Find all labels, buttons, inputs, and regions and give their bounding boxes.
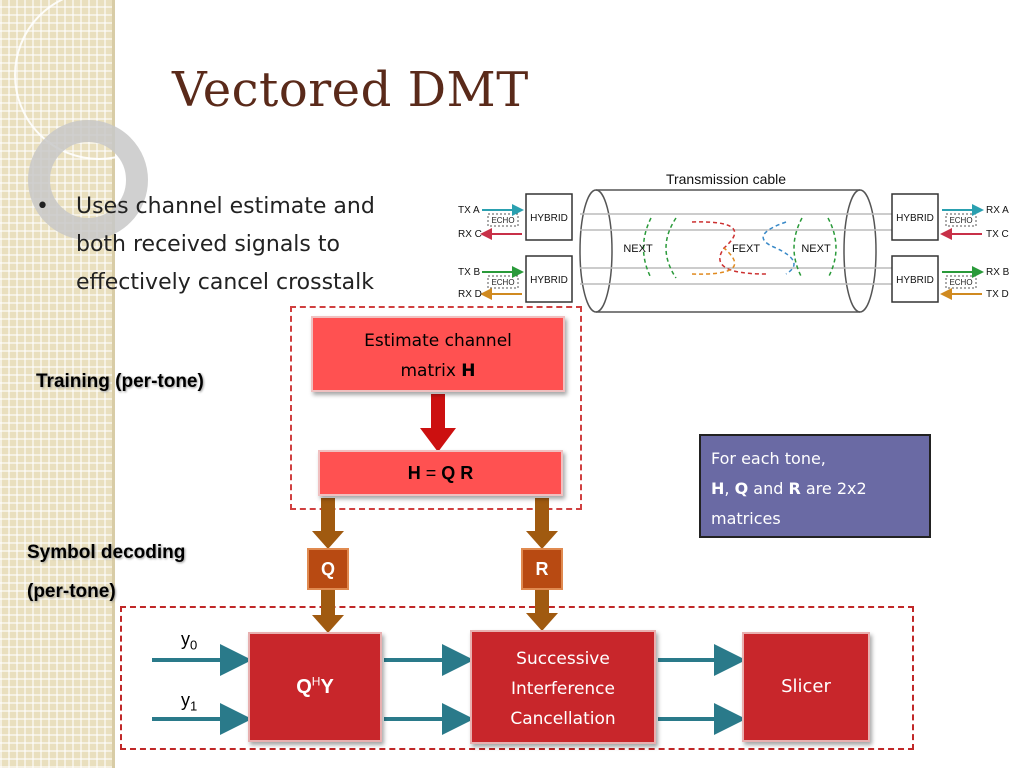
sic-line1: Successive (516, 649, 610, 669)
note-comma: , (724, 479, 735, 498)
y0-base: y (181, 629, 190, 649)
next-label-right: NEXT (801, 243, 831, 255)
port-right-label: TX D (986, 289, 1009, 300)
cable-title: Transmission cable (666, 171, 786, 187)
bullet-text: Uses channel estimate and both received … (76, 194, 375, 295)
decoding-label: Symbol decoding (27, 542, 186, 563)
port-right-label: RX B (986, 267, 1010, 278)
hybrid-right-bottom: HYBRID (891, 255, 939, 303)
qr-decomposition-block: H = Q R (318, 450, 563, 496)
hybrid-left-top: HYBRID (525, 193, 573, 241)
echo-label: ECHO (949, 216, 972, 225)
estimate-line2: matrix H (313, 356, 563, 386)
y1-sub: 1 (190, 698, 198, 714)
next-right-curve (793, 217, 803, 279)
sidebar-edge (112, 0, 115, 768)
note-line2: H, Q and R are 2x2 (711, 474, 919, 504)
port-right-label: RX A (986, 205, 1009, 216)
arrow-r-to-sic (526, 590, 558, 631)
fext-label: FEXT (732, 243, 760, 255)
estimate-matrix-text: matrix (400, 361, 462, 381)
transmission-cable-figure: Transmission cable NEXT FEXT NEXT HYBRID… (458, 171, 1010, 313)
note-box: For each tone, H, Q and R are 2x2 matric… (699, 434, 931, 538)
sic-block: Successive Interference Cancellation (470, 630, 656, 744)
hybrid-right-top: HYBRID (891, 193, 939, 241)
cable-cylinder (579, 189, 877, 313)
next-left-curve (665, 217, 677, 279)
port-left-label: TX B (458, 267, 481, 278)
slicer-block: Slicer (742, 632, 870, 742)
qr-h: H (407, 463, 421, 483)
arrow-estimate-to-qr (420, 394, 456, 452)
decoding-group (120, 606, 914, 750)
qhy-sup: H (311, 674, 321, 689)
fext-curve-2 (691, 247, 736, 275)
echo-label: ECHO (491, 278, 514, 287)
note-and: and (748, 479, 789, 498)
note-h: H (711, 479, 725, 498)
input-y0-label: y0 (181, 629, 197, 653)
bullet-dot: • (36, 194, 49, 219)
note-line1: For each tone, (711, 449, 826, 468)
arrow-qr-to-r (526, 498, 558, 549)
estimate-line1: Estimate channel (364, 331, 512, 351)
sic-line2: Interference (510, 679, 615, 699)
echo-label: ECHO (491, 216, 514, 225)
port-right-label: TX C (986, 229, 1009, 240)
estimate-matrix-symbol: H (461, 361, 476, 381)
hybrid-label: HYBRID (896, 275, 934, 286)
input-y1-label: y1 (181, 690, 197, 714)
note-tail: are 2x2 (800, 479, 867, 498)
qr-equals: = (420, 463, 442, 483)
qhy-block: QHY (248, 632, 382, 742)
echo-label: ECHO (949, 278, 972, 287)
estimate-channel-block: Estimate channel matrix H (311, 316, 565, 392)
training-label: Training (per-tone) (36, 371, 204, 392)
note-q: Q (734, 479, 749, 498)
note-r: R (788, 479, 801, 498)
qr-q: Q (441, 463, 456, 483)
arrow-qr-to-q (312, 498, 344, 549)
r-matrix-block: R (521, 548, 563, 590)
qr-r: R (460, 463, 474, 483)
y1-base: y (181, 690, 190, 710)
arrow-q-to-qhy (312, 590, 344, 633)
port-left-label: TX A (458, 205, 480, 216)
hybrid-left-bottom: HYBRID (525, 255, 573, 303)
bullet-point: • Uses channel estimate and both receive… (36, 188, 416, 302)
q-matrix-block: Q (307, 548, 349, 590)
hybrid-label: HYBRID (530, 275, 568, 286)
sic-line3: Cancellation (510, 709, 616, 729)
slide-title: Vectored DMT (172, 62, 529, 118)
training-group (290, 306, 582, 510)
hybrid-label: HYBRID (896, 213, 934, 224)
hybrid-label: HYBRID (530, 213, 568, 224)
port-left-label: RX C (458, 229, 482, 240)
note-line3: matrices (711, 509, 781, 528)
qhy-q: Q (296, 676, 312, 698)
qhy-y: Y (320, 676, 334, 698)
decoding-label-sub: (per-tone) (27, 581, 116, 602)
next-label-left: NEXT (623, 243, 653, 255)
port-left-label: RX D (458, 289, 482, 300)
y0-sub: 0 (190, 637, 198, 653)
